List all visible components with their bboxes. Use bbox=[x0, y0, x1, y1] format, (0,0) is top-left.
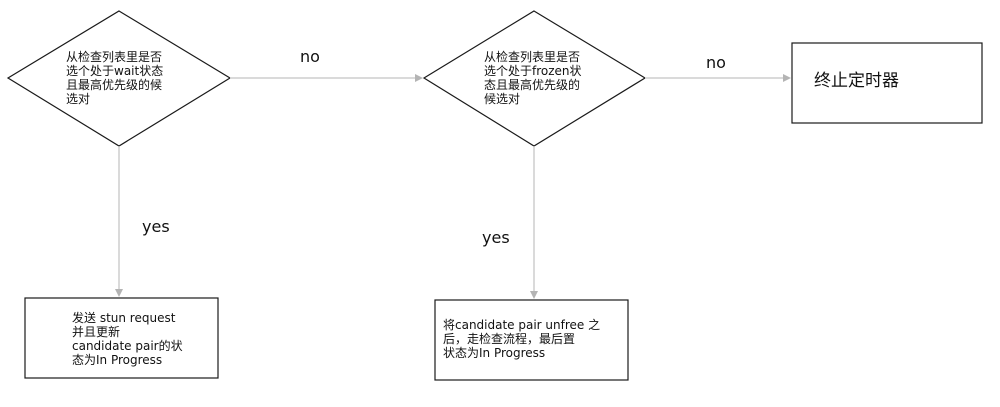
edge-label-no-1: no bbox=[300, 47, 320, 66]
terminal-label: 终止定时器 bbox=[814, 71, 899, 91]
decision-frozen-line: 从检查列表里是否 bbox=[484, 50, 581, 64]
decision-frozen-line: 态且最高优先级的 bbox=[484, 78, 581, 92]
decision-frozen-line: 候选对 bbox=[484, 92, 521, 106]
action-2-line: 后，走检查流程，最后置 bbox=[443, 332, 576, 346]
terminal-box bbox=[791, 42, 983, 124]
action-box-2 bbox=[434, 299, 629, 381]
action-2-label: 将candidate pair unfree 之 后，走检查流程，最后置 状态为… bbox=[443, 318, 600, 360]
action-1-line: 发送 stun request bbox=[72, 311, 176, 325]
decision-wait-line: 且最高优先级的候 bbox=[66, 78, 163, 92]
decision-wait-label: 从检查列表里是否 选个处于wait状态 且最高优先级的候 选对 bbox=[66, 50, 163, 106]
action-1-line: 态为In Progress bbox=[72, 353, 163, 367]
action-1-label: 发送 stun request 并且更新 candidate pair的状 态为… bbox=[72, 311, 183, 367]
decision-wait-line: 选个处于wait状态 bbox=[66, 64, 164, 78]
action-1-line: 并且更新 bbox=[72, 325, 121, 339]
action-box-1 bbox=[24, 297, 219, 379]
action-2-line: 状态为In Progress bbox=[443, 346, 546, 360]
edge-label-no-2: no bbox=[706, 53, 726, 72]
edge-label-yes-2: yes bbox=[482, 228, 510, 247]
edge-label-yes-1: yes bbox=[142, 217, 170, 236]
action-2-line: 将candidate pair unfree 之 bbox=[443, 318, 601, 332]
decision-frozen-line: 选个处于frozen状 bbox=[484, 64, 582, 78]
decision-frozen-label: 从检查列表里是否 选个处于frozen状 态且最高优先级的 候选对 bbox=[484, 50, 582, 106]
decision-wait-line: 从检查列表里是否 bbox=[66, 50, 163, 64]
decision-wait-line: 选对 bbox=[66, 92, 91, 106]
action-1-line: candidate pair的状 bbox=[72, 339, 183, 353]
